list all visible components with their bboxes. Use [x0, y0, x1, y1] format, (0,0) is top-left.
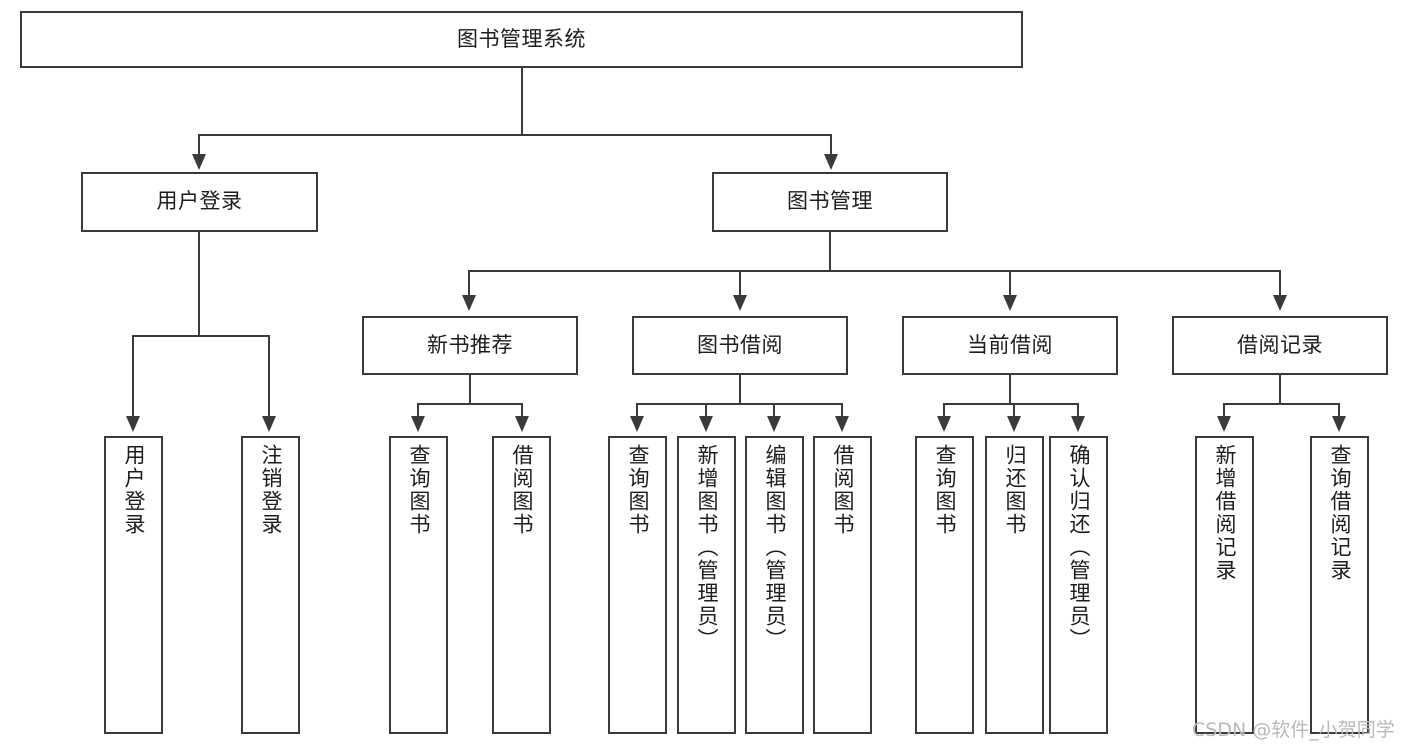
leaf-add-record[interactable]: 新增借阅记录 — [1195, 436, 1254, 734]
connector-user-login-bus — [132, 335, 268, 337]
arrowhead-leaf-borrow-book-2 — [835, 416, 849, 432]
leaf-query-book-1[interactable]: 查询图书 — [389, 436, 448, 734]
leaf-edit-book[interactable]: 编辑图书（管理员） — [745, 436, 804, 734]
node-borrow-record[interactable]: 借阅记录 — [1172, 316, 1388, 375]
node-root[interactable]: 图书管理系统 — [20, 11, 1023, 68]
connector-user-login-drop-1 — [132, 335, 134, 418]
leaf-return-book-label: 归还图书 — [1003, 444, 1027, 536]
leaf-edit-book-label: 编辑图书（管理员） — [763, 444, 787, 651]
connector-root-to-user-login — [198, 134, 200, 156]
connector-user-login-drop-2 — [268, 335, 270, 418]
connector-root-stem — [521, 68, 523, 135]
connector-book-management-bus — [468, 270, 1281, 272]
node-book-borrow-label: 图书借阅 — [697, 332, 783, 357]
node-book-management[interactable]: 图书管理 — [712, 172, 948, 232]
leaf-query-record-label: 查询借阅记录 — [1328, 444, 1352, 582]
node-current-borrow[interactable]: 当前借阅 — [902, 316, 1118, 375]
arrowhead-current-borrow — [1003, 295, 1017, 311]
node-book-management-label: 图书管理 — [787, 189, 873, 214]
arrowhead-borrow-record — [1273, 295, 1287, 311]
connector-root-to-book-management — [830, 134, 832, 156]
connector-bm-drop-4 — [1279, 270, 1281, 297]
node-user-login-label: 用户登录 — [156, 189, 243, 214]
connector-nbr-drop-1 — [417, 403, 419, 418]
leaf-borrow-book-2-label: 借阅图书 — [831, 444, 855, 536]
arrowhead-new-book-recommend — [462, 295, 476, 311]
connector-bb-drop-2 — [705, 403, 707, 418]
leaf-user-login[interactable]: 用户登录 — [104, 436, 163, 734]
leaf-return-book[interactable]: 归还图书 — [985, 436, 1044, 734]
connector-bm-drop-3 — [1009, 270, 1011, 297]
arrowhead-book-borrow — [733, 295, 747, 311]
connector-bb-stem — [739, 375, 741, 404]
node-book-borrow[interactable]: 图书借阅 — [632, 316, 848, 375]
leaf-user-logout-label: 注销登录 — [259, 444, 283, 536]
node-root-label: 图书管理系统 — [457, 26, 586, 51]
arrowhead-leaf-add-record — [1217, 416, 1231, 432]
leaf-query-record[interactable]: 查询借阅记录 — [1310, 436, 1369, 734]
arrowhead-leaf-confirm-return — [1071, 416, 1085, 432]
connector-cb-drop-1 — [943, 403, 945, 418]
node-borrow-record-label: 借阅记录 — [1237, 332, 1323, 357]
connector-bb-drop-4 — [841, 403, 843, 418]
leaf-confirm-return[interactable]: 确认归还（管理员） — [1049, 436, 1108, 734]
connector-book-management-stem — [829, 232, 831, 271]
connector-br-bus — [1223, 403, 1339, 405]
arrowhead-leaf-query-book-3 — [937, 416, 951, 432]
leaf-borrow-book-2[interactable]: 借阅图书 — [813, 436, 872, 734]
arrowhead-leaf-query-record — [1332, 416, 1346, 432]
arrowhead-leaf-query-book-2 — [630, 416, 644, 432]
leaf-query-book-1-label: 查询图书 — [407, 444, 431, 536]
leaf-query-book-2[interactable]: 查询图书 — [608, 436, 667, 734]
leaf-add-book[interactable]: 新增图书（管理员） — [677, 436, 736, 734]
connector-root-bus — [198, 134, 832, 136]
leaf-borrow-book-1-label: 借阅图书 — [510, 444, 534, 536]
arrowhead-leaf-add-book — [699, 416, 713, 432]
connector-nbr-bus — [417, 403, 522, 405]
arrowhead-leaf-return-book — [1007, 416, 1021, 432]
csdn-watermark: CSDN @软件_小贺同学 — [1192, 719, 1395, 741]
leaf-confirm-return-label: 确认归还（管理员） — [1067, 444, 1091, 651]
leaf-user-login-label: 用户登录 — [122, 444, 146, 536]
arrowhead-leaf-borrow-book-1 — [515, 416, 529, 432]
arrowhead-leaf-query-book-1 — [411, 416, 425, 432]
connector-br-stem — [1279, 375, 1281, 404]
node-current-borrow-label: 当前借阅 — [967, 332, 1053, 357]
connector-bm-drop-1 — [468, 270, 470, 297]
arrowhead-to-user-login — [192, 154, 206, 170]
connector-cb-stem — [1009, 375, 1011, 404]
leaf-add-record-label: 新增借阅记录 — [1213, 444, 1237, 582]
node-user-login[interactable]: 用户登录 — [81, 172, 318, 232]
connector-cb-drop-2 — [1013, 403, 1015, 418]
connector-cb-bus — [943, 403, 1078, 405]
connector-bm-drop-2 — [739, 270, 741, 297]
connector-nbr-drop-2 — [521, 403, 523, 418]
connector-br-drop-2 — [1338, 403, 1340, 418]
connector-bb-drop-1 — [636, 403, 638, 418]
connector-bb-bus — [636, 403, 843, 405]
arrowhead-leaf-user-logout — [262, 416, 276, 432]
arrowhead-leaf-edit-book — [767, 416, 781, 432]
leaf-query-book-3-label: 查询图书 — [933, 444, 957, 536]
leaf-query-book-2-label: 查询图书 — [626, 444, 650, 536]
connector-cb-drop-3 — [1077, 403, 1079, 418]
connector-nbr-stem — [469, 375, 471, 404]
arrowhead-to-book-management — [824, 154, 838, 170]
connector-br-drop-1 — [1223, 403, 1225, 418]
connector-user-login-stem — [198, 232, 200, 336]
leaf-borrow-book-1[interactable]: 借阅图书 — [492, 436, 551, 734]
leaf-add-book-label: 新增图书（管理员） — [695, 444, 719, 651]
leaf-user-logout[interactable]: 注销登录 — [241, 436, 300, 734]
node-new-book-recommend[interactable]: 新书推荐 — [362, 316, 578, 375]
connector-bb-drop-3 — [773, 403, 775, 418]
arrowhead-leaf-user-login — [126, 416, 140, 432]
node-new-book-recommend-label: 新书推荐 — [427, 332, 513, 357]
leaf-query-book-3[interactable]: 查询图书 — [915, 436, 974, 734]
